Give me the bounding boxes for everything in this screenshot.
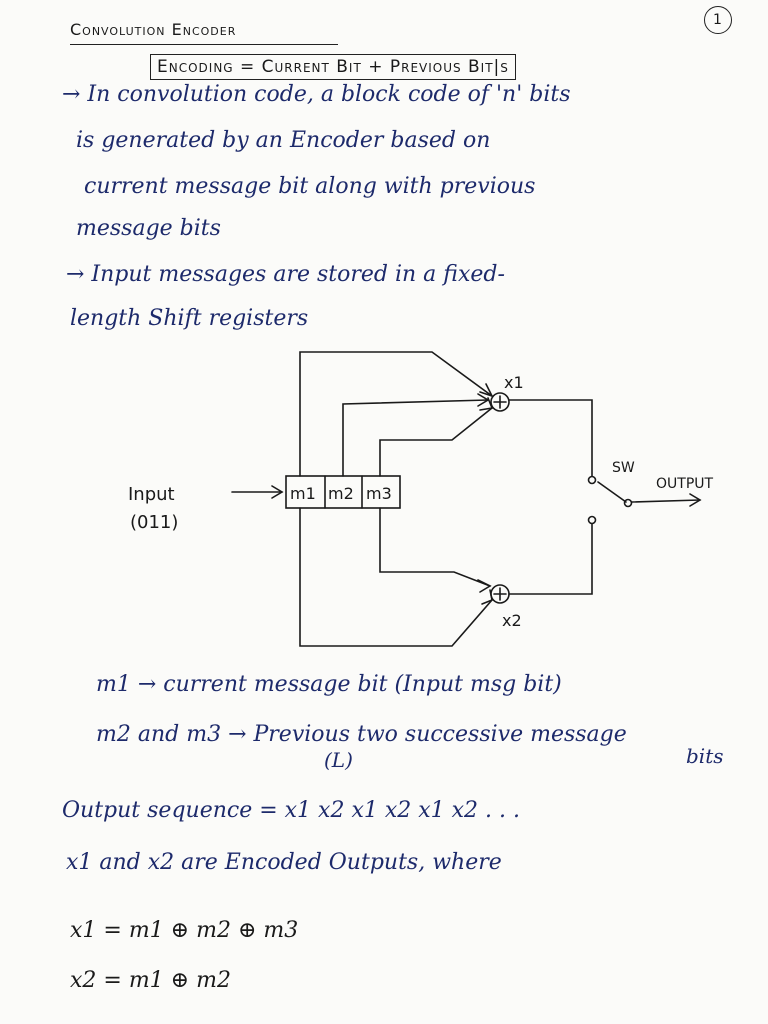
switch-label: SW (612, 460, 635, 476)
wire-m1-to-x1 (299, 351, 493, 477)
register-m2: m2 (328, 484, 354, 503)
page-title: Convolution Encoder (70, 20, 237, 39)
def-l-note: (L) (324, 748, 353, 772)
x2-equation: x2 = m1 ⊕ m2 (70, 968, 231, 993)
output-arrow (631, 499, 701, 503)
register-m1: m1 (290, 484, 316, 503)
encoding-formula-box: Encoding = Current Bit + Previous Bit|s (150, 54, 516, 80)
note-line-3: current message bit along with previous (84, 174, 536, 199)
note-line-4: message bits (76, 216, 221, 241)
switch-contact-top (587, 475, 597, 485)
title-underline (70, 44, 338, 45)
note-line-2: is generated by an Encoder based on (76, 128, 491, 153)
wire-m1-to-x2 (299, 507, 493, 647)
register-m3: m3 (366, 484, 392, 503)
def-m1: m1 → current message bit (Input msg bit) (96, 672, 562, 697)
note-line-5: → Input messages are stored in a fixed- (66, 262, 505, 287)
adder-x2-label: x2 (502, 611, 522, 630)
def-m2-m3: m2 and m3 → Previous two successive mess… (96, 722, 627, 747)
input-value: (011) (130, 512, 178, 533)
input-label: Input (128, 484, 175, 505)
output-label: OUTPUT (656, 476, 714, 492)
encoded-outputs-note: x1 and x2 are Encoded Outputs, where (66, 850, 502, 875)
note-line-1: → In convolution code, a block code of '… (62, 82, 571, 107)
switch-arm (597, 481, 627, 503)
wire-m2-to-x2 (379, 507, 491, 587)
page-number: 1 (704, 6, 732, 34)
wire-m3-to-x1 (379, 407, 493, 477)
wire-x2-to-switch (508, 523, 593, 595)
def-m2-m3-tail: bits (686, 744, 724, 768)
switch-contact-bottom (587, 515, 597, 525)
adder-x1 (490, 392, 510, 412)
x1-equation: x1 = m1 ⊕ m2 ⊕ m3 (70, 918, 299, 943)
wire-m2-to-x1 (342, 399, 489, 477)
note-line-6: length Shift registers (70, 306, 309, 331)
output-sequence: Output sequence = x1 x2 x1 x2 x1 x2 . . … (62, 798, 520, 823)
wire-x1-to-switch (508, 399, 593, 477)
adder-x1-label: x1 (504, 373, 524, 392)
